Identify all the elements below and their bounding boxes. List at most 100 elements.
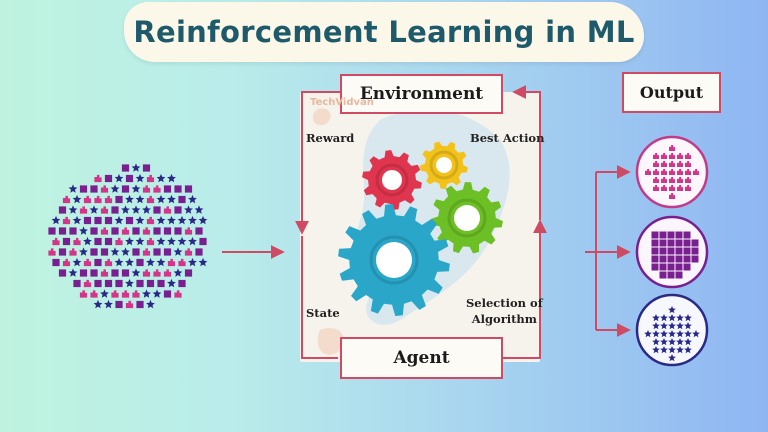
star-icon bbox=[188, 257, 197, 267]
star-icon bbox=[72, 257, 82, 267]
environment-box: Environment bbox=[340, 74, 503, 114]
square-icon bbox=[174, 185, 182, 193]
puzzle-piece-icon bbox=[79, 290, 88, 298]
star-icon bbox=[104, 299, 113, 309]
puzzle-piece-icon bbox=[62, 195, 71, 204]
square-icon bbox=[199, 237, 207, 246]
square-icon bbox=[651, 231, 659, 239]
square-icon bbox=[174, 227, 182, 235]
reward-label: Reward bbox=[306, 131, 355, 145]
star-icon bbox=[89, 205, 99, 214]
square-icon bbox=[79, 269, 88, 277]
puzzle-piece-icon bbox=[685, 161, 691, 167]
square-icon bbox=[115, 279, 123, 288]
square-icon bbox=[683, 255, 691, 263]
star-icon bbox=[198, 257, 208, 267]
star-icon bbox=[83, 236, 92, 246]
star-icon bbox=[194, 205, 204, 214]
square-icon bbox=[683, 231, 691, 239]
square-icon bbox=[90, 185, 98, 193]
star-icon bbox=[135, 236, 145, 246]
puzzle-piece-icon bbox=[132, 290, 140, 298]
star-icon bbox=[131, 268, 141, 277]
puzzle-piece-icon bbox=[685, 177, 691, 183]
star-icon bbox=[114, 215, 124, 225]
star-icon bbox=[184, 205, 193, 214]
square-icon bbox=[667, 239, 675, 247]
star-icon bbox=[114, 257, 124, 267]
puzzle-piece-icon bbox=[669, 185, 675, 191]
arrow-selection bbox=[503, 219, 547, 359]
arrow-state bbox=[301, 236, 338, 359]
square-icon bbox=[100, 248, 109, 256]
square-icon bbox=[94, 237, 102, 246]
puzzle-piece-icon bbox=[653, 161, 659, 167]
square-icon bbox=[136, 300, 144, 309]
star-icon bbox=[668, 346, 676, 354]
square-icon bbox=[125, 216, 134, 225]
star-icon bbox=[684, 322, 692, 330]
square-icon bbox=[73, 279, 81, 288]
star-icon bbox=[684, 314, 692, 322]
puzzle-piece-icon bbox=[661, 177, 667, 183]
star-icon bbox=[173, 268, 183, 277]
star-icon bbox=[652, 314, 660, 322]
puzzle-piece-icon bbox=[669, 193, 675, 199]
puzzle-piece-icon bbox=[669, 153, 675, 159]
square-icon bbox=[111, 227, 119, 235]
square-icon bbox=[115, 300, 123, 309]
puzzle-piece-icon bbox=[146, 216, 155, 225]
puzzle-piece-icon bbox=[146, 237, 155, 246]
puzzle-piece-icon bbox=[73, 237, 81, 246]
star-icon bbox=[146, 299, 155, 309]
star-icon bbox=[684, 338, 692, 346]
star-icon bbox=[652, 338, 660, 346]
output-label: Output bbox=[639, 83, 704, 102]
star-icon bbox=[110, 184, 120, 193]
star-icon bbox=[167, 278, 176, 288]
puzzle-piece-icon bbox=[121, 227, 130, 235]
square-icon bbox=[651, 247, 659, 255]
square-icon bbox=[675, 263, 683, 271]
puzzle-piece-icon bbox=[669, 145, 675, 151]
star-icon bbox=[668, 322, 676, 330]
star-icon bbox=[68, 268, 78, 277]
star-icon bbox=[177, 215, 187, 225]
star-icon bbox=[93, 299, 103, 309]
puzzle-piece-icon bbox=[146, 195, 155, 204]
arrow-best-action bbox=[512, 85, 541, 220]
puzzle-piece-icon bbox=[669, 161, 675, 167]
puzzle-piece-icon bbox=[104, 258, 113, 267]
square-icon bbox=[132, 227, 140, 235]
star-icon bbox=[72, 194, 82, 204]
square-icon bbox=[667, 271, 675, 279]
star-icon bbox=[135, 173, 145, 183]
best-action-label: Best Action bbox=[470, 131, 545, 145]
agent-box: Agent bbox=[340, 337, 503, 379]
puzzle-piece-icon bbox=[94, 174, 102, 183]
star-icon bbox=[676, 322, 684, 330]
star-icon bbox=[660, 314, 668, 322]
puzzle-piece-icon bbox=[653, 153, 659, 159]
puzzle-piece-icon bbox=[83, 279, 92, 288]
gear-icon bbox=[420, 141, 468, 189]
star-icon bbox=[660, 346, 668, 354]
square-icon bbox=[104, 174, 113, 183]
puzzle-piece-icon bbox=[83, 195, 92, 204]
square-icon bbox=[184, 269, 193, 277]
star-icon bbox=[660, 338, 668, 346]
page-title: Reinforcement Learning in ML bbox=[133, 15, 635, 49]
puzzle-piece-icon bbox=[104, 195, 113, 204]
puzzle-piece-icon bbox=[178, 258, 186, 267]
square-icon bbox=[52, 258, 60, 267]
puzzle-piece-icon bbox=[645, 169, 651, 175]
square-icon bbox=[667, 231, 675, 239]
output-circles bbox=[635, 135, 709, 367]
star-icon bbox=[668, 338, 676, 346]
puzzle-piece-icon bbox=[685, 169, 691, 175]
puzzle-piece-icon bbox=[94, 195, 102, 204]
square-icon bbox=[675, 247, 683, 255]
square-icon bbox=[667, 247, 675, 255]
square-icon bbox=[94, 258, 102, 267]
star-icon bbox=[125, 257, 134, 267]
